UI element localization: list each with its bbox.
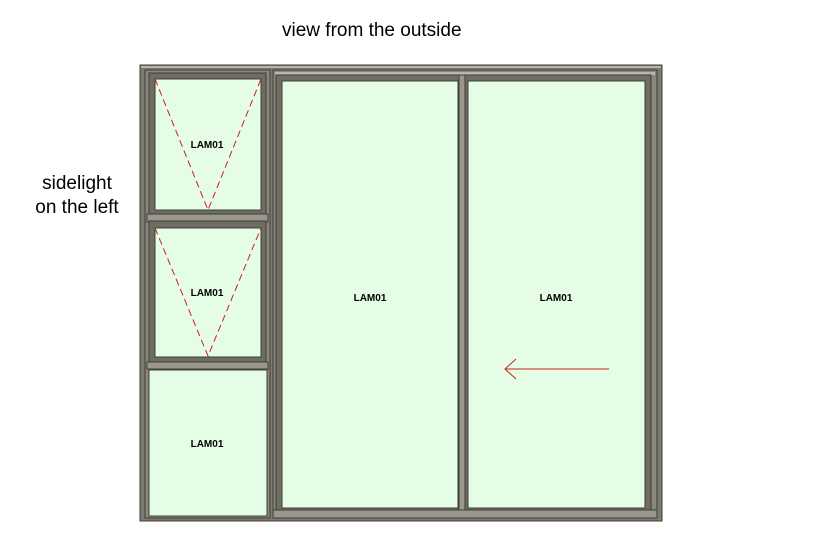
top-vent-opening-marker <box>154 78 262 212</box>
sidelight-caption-line-2: on the left <box>35 197 119 218</box>
slide-direction-arrow-icon <box>504 358 517 380</box>
middle-left-pane-label: LAM01 <box>191 288 224 299</box>
top-left-pane-label: LAM01 <box>191 140 224 151</box>
right-glass <box>467 80 646 509</box>
right-pane-label: LAM01 <box>540 293 573 304</box>
sidelight-caption: sidelight on the left <box>20 172 134 220</box>
middle-left-glass <box>154 227 262 358</box>
top-left-glass <box>154 78 262 211</box>
center-pane-label: LAM01 <box>354 293 387 304</box>
view-caption: view from the outside <box>282 20 462 41</box>
sliding-door-head <box>275 72 655 75</box>
bottom-left-glass <box>148 369 268 517</box>
bottom-left-pane-label: LAM01 <box>191 439 224 450</box>
center-glass <box>281 80 459 509</box>
middle-vent-opening-marker <box>154 227 262 358</box>
sidelight-caption-line-1: sidelight <box>42 173 112 194</box>
outer-frame-highlight <box>141 66 661 68</box>
door-sill <box>272 509 658 519</box>
transom-bar-lower <box>146 361 269 370</box>
